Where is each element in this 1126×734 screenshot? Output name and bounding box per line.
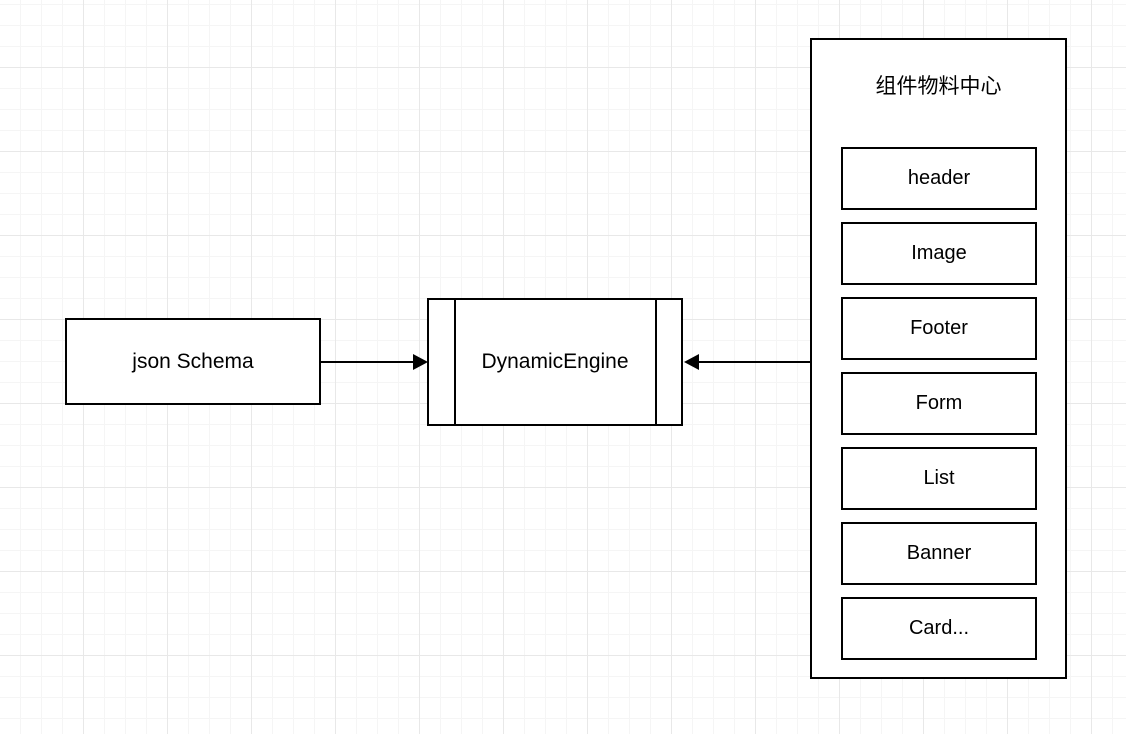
arrow-left-icon [684,354,699,370]
node-dynamic-engine-left-bar [454,300,456,424]
component-item-label: header [907,167,971,189]
component-item-label: Card... [908,617,970,639]
component-item[interactable]: header [841,147,1037,210]
node-json-schema[interactable]: json Schema [65,318,321,405]
component-item[interactable]: Footer [841,297,1037,360]
component-item[interactable]: Image [841,222,1037,285]
component-item-label: Footer [910,317,968,339]
arrow-right-icon [413,354,428,370]
arrow-schema-to-engine-line [321,361,417,363]
component-item-label: Image [911,242,967,264]
component-item[interactable]: Card... [841,597,1037,660]
component-item-label: Form [915,392,963,414]
component-item-label: Banner [906,542,972,564]
node-dynamic-engine-label: DynamicEngine [481,350,629,373]
component-panel-title: 组件物料中心 [875,74,1002,98]
node-dynamic-engine[interactable]: DynamicEngine [427,298,683,426]
node-json-schema-label: json Schema [132,349,254,373]
component-item[interactable]: Form [841,372,1037,435]
node-dynamic-engine-right-bar [655,300,657,424]
component-item[interactable]: Banner [841,522,1037,585]
component-item[interactable]: List [841,447,1037,510]
arrow-panel-to-engine-line [699,361,811,363]
component-item-label: List [923,467,955,489]
